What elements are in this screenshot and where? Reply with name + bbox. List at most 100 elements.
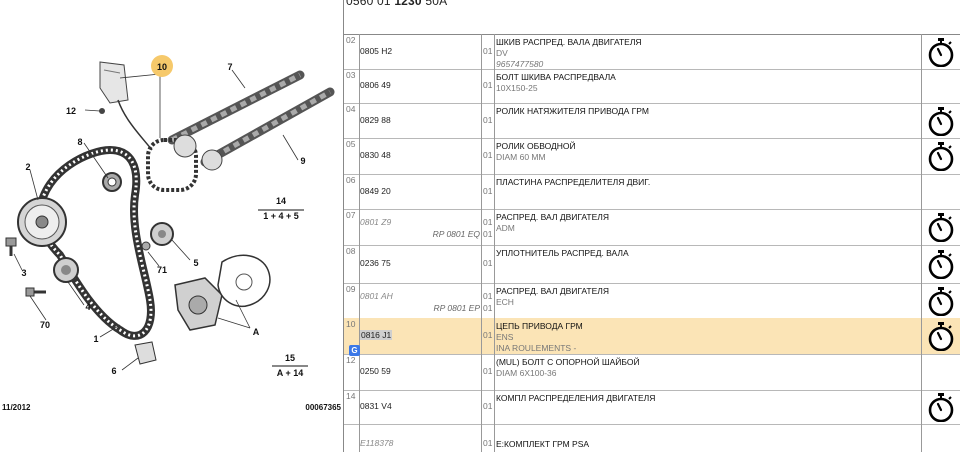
part-number[interactable]: 0236 75 — [360, 258, 391, 268]
callout-8[interactable]: 8 — [77, 137, 82, 147]
callout-15-sub: A + 14 — [277, 368, 303, 378]
water-pump[interactable] — [174, 277, 223, 331]
panel-separator — [343, 0, 344, 452]
row-index: 03 — [346, 70, 356, 80]
callout-4[interactable]: 4 — [85, 302, 90, 312]
part-detail: INA ROULEMENTS - — [496, 343, 577, 353]
callout-14[interactable]: 14 — [276, 196, 286, 206]
tensioner-6[interactable] — [134, 341, 157, 365]
part-number[interactable]: 0801 Z9 — [360, 217, 392, 227]
row-index: 05 — [346, 139, 356, 149]
row-index: 08 — [346, 246, 356, 256]
quantity: 01 — [483, 366, 493, 376]
replacement-part-number[interactable]: RP 0801 EQ — [432, 229, 480, 239]
stopwatch-icon[interactable] — [926, 212, 956, 242]
stopwatch-icon[interactable] — [926, 321, 956, 351]
part-description: БОЛТ ШКИВА РАСПРЕДВАЛА — [496, 72, 616, 82]
quantity: 01 — [483, 217, 493, 227]
cam-chain-10[interactable] — [146, 134, 223, 192]
part-description: РОЛИК ОБВОДНОЙ — [496, 141, 576, 151]
callout-A[interactable]: A — [253, 327, 260, 337]
translate-icon[interactable]: G — [349, 345, 360, 356]
part-description: РАСПРЕД. ВАЛ ДВИГАТЕЛЯ — [496, 212, 609, 222]
callout-12[interactable]: 12 — [66, 106, 76, 116]
roller-5[interactable] — [150, 222, 174, 246]
pulley-2[interactable] — [17, 197, 67, 247]
callout-3[interactable]: 3 — [21, 268, 26, 278]
callout-5[interactable]: 5 — [193, 258, 198, 268]
stopwatch-icon[interactable] — [926, 392, 956, 422]
quantity: 01 — [483, 150, 493, 160]
callout-2[interactable]: 2 — [25, 162, 30, 172]
callout-10[interactable]: 10 — [157, 62, 167, 72]
stopwatch-icon[interactable] — [926, 286, 956, 316]
parts-diagram: 10 7 12 8 2 9 14 1 + 4 + 5 3 71 5 4 70 1… — [2, 55, 342, 412]
part-71[interactable] — [141, 241, 151, 251]
part-number[interactable]: 0849 20 — [360, 186, 391, 196]
callout-15[interactable]: 15 — [285, 353, 295, 363]
bolt-70[interactable] — [25, 287, 46, 297]
stopwatch-icon[interactable] — [926, 141, 956, 171]
callout-70[interactable]: 70 — [40, 320, 50, 330]
bolt-3[interactable] — [5, 237, 17, 256]
reference-header: 0560 01 1230 50A — [344, 0, 960, 35]
part-description: УПЛОТНИТЕЛЬ РАСПРЕД. ВАЛА — [496, 248, 629, 258]
row-index: 12 — [346, 355, 356, 365]
part-number[interactable]: 0816 J1 — [360, 330, 393, 340]
callout-10-badge — [151, 55, 173, 77]
part-detail: 10X150-25 — [496, 83, 538, 93]
part-number[interactable]: 0801 AH — [360, 291, 393, 301]
part-description: E:КОМПЛЕКТ ГРМ PSA — [496, 439, 590, 449]
quantity: 01 — [483, 438, 493, 448]
part-number[interactable]: E118378 — [360, 438, 394, 448]
stopwatch-icon[interactable] — [926, 37, 956, 67]
part-number[interactable]: 0830 48 — [360, 150, 391, 160]
row-index: 07 — [346, 210, 356, 220]
table-row[interactable]: E118378 01E:КОМПЛЕКТ ГРМ PSA- И СРОК ЭКСП… — [344, 424, 960, 452]
part-number[interactable]: 0250 59 — [360, 366, 391, 376]
gasket[interactable] — [217, 254, 271, 307]
part-detail: DIAM 6X100-36 — [496, 368, 557, 378]
stopwatch-icon[interactable] — [926, 249, 956, 279]
timing-belt-1[interactable] — [35, 145, 155, 340]
callout-6[interactable]: 6 — [111, 366, 116, 376]
part-number[interactable]: 0831 V4 — [360, 401, 392, 411]
quantity: 01 — [483, 258, 493, 268]
part-number[interactable]: 0806 49 — [360, 80, 391, 90]
roller-4[interactable] — [53, 257, 79, 283]
camshaft-7[interactable] — [167, 70, 305, 145]
callout-9[interactable]: 9 — [300, 156, 305, 166]
part-description: РОЛИК НАТЯЖИТЕЛЯ ПРИВОДА ГРМ — [496, 106, 649, 116]
part-number[interactable]: 0829 88 — [360, 115, 391, 125]
part-description: РАСПРЕД. ВАЛ ДВИГАТЕЛЯ — [496, 286, 609, 296]
part-detail: - И СРОК ЭКСПЛУАТАЦИИ >= 3 — [496, 450, 623, 452]
part-description: КОМПЛ РАСПРЕДЕЛЕНИЯ ДВИГАТЕЛЯ — [496, 393, 656, 403]
stopwatch-icon[interactable] — [926, 106, 956, 136]
camshaft-9[interactable] — [200, 87, 335, 167]
bolt-12[interactable] — [99, 108, 105, 114]
quantity: 01 — [483, 46, 493, 56]
part-number[interactable]: 0805 H2 — [360, 46, 393, 56]
callout-71[interactable]: 71 — [157, 265, 167, 275]
quantity: 01 — [483, 401, 493, 411]
callout-1[interactable]: 1 — [93, 334, 98, 344]
quantity: 01 — [483, 115, 493, 125]
tensioner-plate-6[interactable] — [99, 61, 129, 104]
part-detail: DIAM 60 MM — [496, 152, 546, 162]
row-index: 04 — [346, 104, 356, 114]
seal-8[interactable] — [102, 172, 122, 192]
replacement-part-number[interactable]: RP 0801 EP — [433, 303, 480, 313]
callout-7[interactable]: 7 — [227, 62, 232, 72]
